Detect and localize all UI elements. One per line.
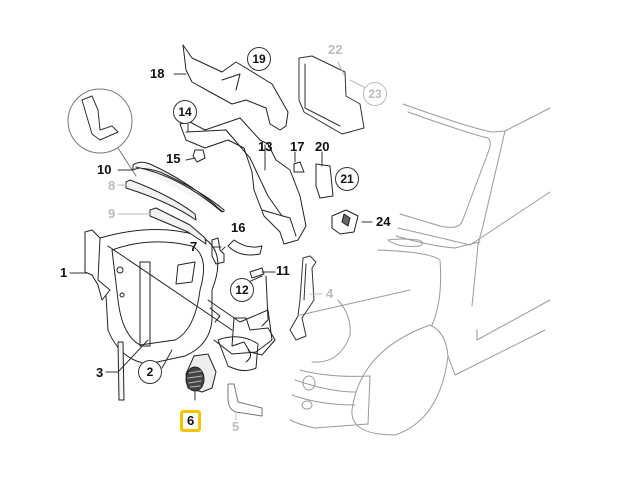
callout-22: 22 <box>328 42 343 57</box>
leader-lines <box>69 73 373 421</box>
part-1-front-carrier <box>84 228 273 365</box>
callout-20: 20 <box>315 139 330 154</box>
part-7-bracket <box>211 237 225 265</box>
callout-3: 3 <box>96 365 104 380</box>
callout-6-highlighted[interactable]: 6 <box>180 410 202 432</box>
callout-1: 1 <box>60 265 68 280</box>
callout-7: 7 <box>190 239 198 254</box>
callout-14: 14 <box>173 100 197 124</box>
callout-16: 16 <box>231 220 246 235</box>
callout-18: 18 <box>150 66 165 81</box>
part-20-panel <box>315 163 334 199</box>
part-11-clip <box>249 267 269 327</box>
callout-17: 17 <box>290 139 305 154</box>
callout-8: 8 <box>108 178 116 193</box>
callout-2: 2 <box>138 360 162 384</box>
part-15-fastener <box>192 149 206 163</box>
part-4-bracket <box>289 255 317 341</box>
part-10-upper-seal <box>132 161 225 213</box>
callout-21: 21 <box>335 167 359 191</box>
part-9-seal <box>149 207 207 245</box>
part-22-box <box>298 55 367 135</box>
callout-12: 12 <box>230 278 254 302</box>
part-6-air-vent <box>185 353 217 393</box>
callout-4: 4 <box>326 286 334 301</box>
part-17-clip <box>293 161 305 173</box>
detail-callout-circle <box>67 88 137 177</box>
callout-13: 13 <box>258 139 273 154</box>
part-8-seal-strip <box>125 179 197 221</box>
part-24-holder <box>331 209 359 235</box>
callout-10: 10 <box>97 162 112 177</box>
callout-23: 23 <box>363 82 387 106</box>
part-2-lower-bracket <box>217 317 276 372</box>
callout-5: 5 <box>232 419 240 434</box>
part-3-strip <box>117 341 125 401</box>
part-16-bracket <box>227 239 263 256</box>
callout-24: 24 <box>376 214 391 229</box>
callout-19: 19 <box>247 47 271 71</box>
callout-11: 11 <box>276 263 290 278</box>
callout-9: 9 <box>108 206 116 221</box>
car-body-outline <box>289 103 551 436</box>
part-5-l-strip <box>227 383 263 417</box>
part-13-support <box>179 117 307 245</box>
part-18-cover <box>182 44 289 131</box>
callout-15: 15 <box>166 151 181 166</box>
